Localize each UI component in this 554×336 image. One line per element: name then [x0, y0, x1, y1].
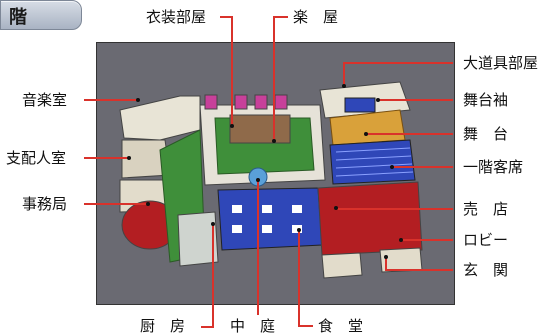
- label-lobby: ロビー: [463, 231, 509, 249]
- label-green-room: 楽 屋: [293, 8, 339, 26]
- label-prop-room: 大道具部屋: [463, 54, 539, 72]
- label-office: 事務局: [22, 195, 68, 213]
- building: [119, 81, 423, 279]
- label-music-room: 音楽室: [22, 91, 68, 109]
- floor-tab: 階: [0, 0, 82, 30]
- label-stage: 舞 台: [463, 125, 509, 143]
- label-manager-room: 支配人室: [6, 149, 67, 167]
- label-shop: 売 店: [463, 200, 509, 218]
- label-dining: 食 堂: [318, 317, 364, 335]
- label-kitchen: 厨 房: [140, 317, 186, 335]
- callout-dots: [127, 84, 403, 259]
- label-costume-room: 衣装部屋: [146, 8, 207, 26]
- floor-tab-label: 階: [9, 7, 27, 28]
- label-first-floor-seats: 一階客席: [463, 158, 524, 176]
- label-wings: 舞台袖: [463, 91, 509, 109]
- label-courtyard: 中 庭: [230, 317, 276, 335]
- label-entrance: 玄 関: [463, 261, 509, 279]
